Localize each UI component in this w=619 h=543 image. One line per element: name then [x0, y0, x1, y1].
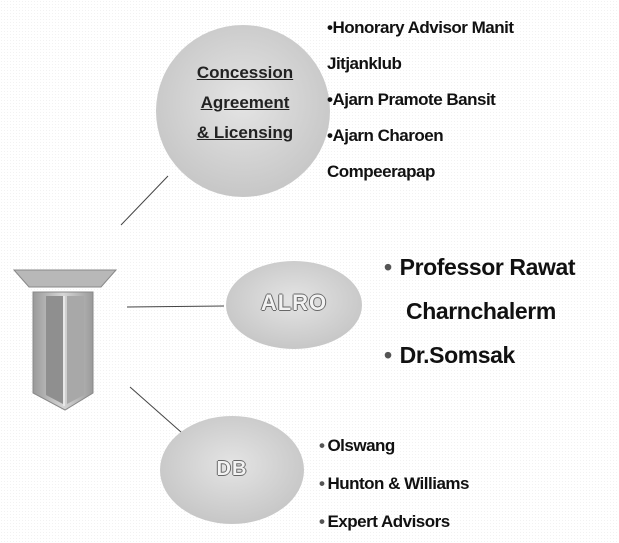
concession-label-line-3: & Licensing	[196, 123, 294, 142]
db-member-item: •Expert Advisors	[319, 503, 599, 541]
db-member-item: •Olswang	[319, 427, 599, 465]
db-member-list: •Olswang •Hunton & Williams •Expert Advi…	[319, 427, 599, 541]
connector-line-alro	[126, 305, 225, 308]
bullet-icon: •	[384, 254, 392, 280]
db-member-text: Hunton & Williams	[327, 474, 469, 493]
concession-label-line-2: Agreement	[200, 93, 290, 112]
organization-logo-icon	[12, 269, 118, 411]
concession-label-line-1: Concession	[196, 63, 294, 82]
db-circle	[160, 416, 304, 524]
concession-member-line: Jitjanklub	[327, 54, 402, 73]
concession-circle	[156, 25, 330, 197]
db-member-text: Expert Advisors	[327, 512, 450, 531]
bullet-icon: •	[319, 512, 325, 531]
alro-member-list: • Professor Rawat Charnchalerm • Dr.Somsak	[384, 245, 619, 377]
concession-member-list: •Honorary Advisor Manit Jitjanklub •Ajar…	[327, 10, 617, 190]
db-member-text: Olswang	[327, 436, 395, 455]
concession-member-line: •Honorary Advisor Manit	[327, 18, 514, 37]
alro-member-continuation: Charnchalerm	[406, 298, 556, 324]
bullet-icon: •	[319, 474, 325, 493]
concession-member-line: •Ajarn Charoen	[327, 126, 444, 145]
bullet-icon: •	[319, 436, 325, 455]
concession-member-line: •Ajarn Pramote Bansit	[327, 90, 496, 109]
connector-line-db	[129, 386, 191, 441]
concession-node-label: Concession Agreement & Licensing	[170, 58, 320, 148]
bullet-icon: •	[384, 342, 392, 368]
connector-line-concession	[120, 175, 169, 226]
concession-member-line: Compeerapap	[327, 162, 435, 181]
alro-member-item: • Dr.Somsak	[384, 333, 619, 377]
alro-circle	[226, 261, 362, 349]
alro-member-text: Professor Rawat	[399, 254, 576, 280]
db-member-item: •Hunton & Williams	[319, 465, 599, 503]
alro-member-item: • Professor Rawat	[384, 245, 619, 289]
db-node-label: DB	[216, 458, 248, 480]
alro-node-label: ALRO	[260, 290, 328, 315]
alro-member-text: Dr.Somsak	[399, 342, 516, 368]
